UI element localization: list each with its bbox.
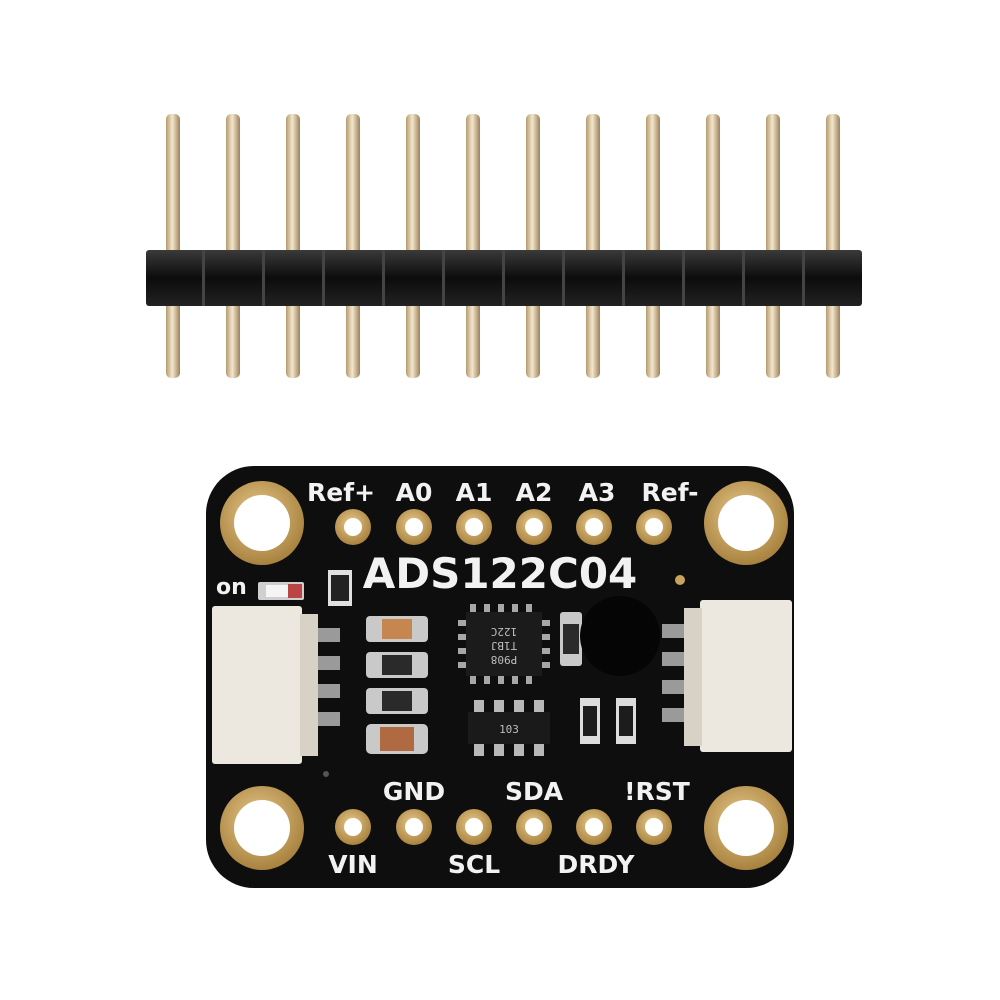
label-ref-plus: Ref+ [307, 478, 375, 507]
resistor-array: 103 [468, 700, 550, 756]
mounting-holes [220, 481, 788, 870]
label-a1: A1 [456, 478, 493, 507]
header-divider [322, 250, 325, 306]
header-divider [442, 250, 445, 306]
smd-resistor: 10C [328, 570, 352, 606]
power-led [258, 582, 304, 600]
left-stemma-connector [212, 606, 340, 764]
adc-chip: P908 T1BJ 122C [458, 604, 550, 684]
top-pads [335, 509, 672, 545]
header-pin [166, 114, 180, 378]
breakout-board: Ref+ A0 A1 A2 A3 Ref- ADS122C04 on [206, 466, 794, 888]
header-divider [682, 250, 685, 306]
label-drdy: DRDY [557, 850, 635, 879]
black-epoxy-blob [580, 596, 660, 676]
chip-marking-2: T1BJ [491, 639, 518, 652]
label-rst: !RST [624, 777, 690, 806]
label-sda: SDA [505, 777, 564, 806]
smd-resistor-label: 10C [330, 578, 343, 598]
header-divider [742, 250, 745, 306]
header-divider [202, 250, 205, 306]
header-divider [802, 250, 805, 306]
label-gnd: GND [383, 777, 445, 806]
header-pin [586, 114, 600, 378]
led-label: on [216, 575, 247, 600]
header-pins [166, 114, 840, 378]
board-title: ADS122C04 [363, 549, 638, 598]
header-plastic-dividers [202, 250, 805, 306]
label-a0: A0 [396, 478, 433, 507]
chip-marking-1: P908 [491, 653, 518, 666]
header-pin [286, 114, 300, 378]
header-pin [226, 114, 240, 378]
header-divider [382, 250, 385, 306]
header-pin [406, 114, 420, 378]
label-a3: A3 [579, 478, 616, 507]
bottom-pin-labels: GND SDA !RST VIN SCL DRDY [328, 777, 690, 879]
resistor-array-label: 103 [499, 723, 519, 736]
via [323, 771, 329, 777]
header-pin [466, 114, 480, 378]
pin-header [146, 114, 862, 378]
label-a2: A2 [516, 478, 553, 507]
right-stemma-connector [662, 600, 792, 752]
label-ref-minus: Ref- [641, 478, 698, 507]
header-pin [706, 114, 720, 378]
chip-marking-3: 122C [491, 625, 518, 638]
header-divider [622, 250, 625, 306]
header-divider [562, 250, 565, 306]
via [675, 575, 685, 585]
header-divider [502, 250, 505, 306]
header-pin [826, 114, 840, 378]
bottom-pads [335, 809, 672, 845]
header-pin [646, 114, 660, 378]
capacitors [366, 616, 428, 754]
header-divider [262, 250, 265, 306]
label-vin: VIN [328, 850, 378, 879]
header-pin [526, 114, 540, 378]
smd-capacitor-vertical [560, 612, 582, 666]
smd-resistors-pair [580, 698, 636, 744]
label-scl: SCL [448, 850, 500, 879]
top-pin-labels: Ref+ A0 A1 A2 A3 Ref- [307, 478, 699, 507]
header-pin [766, 114, 780, 378]
header-pin [346, 114, 360, 378]
